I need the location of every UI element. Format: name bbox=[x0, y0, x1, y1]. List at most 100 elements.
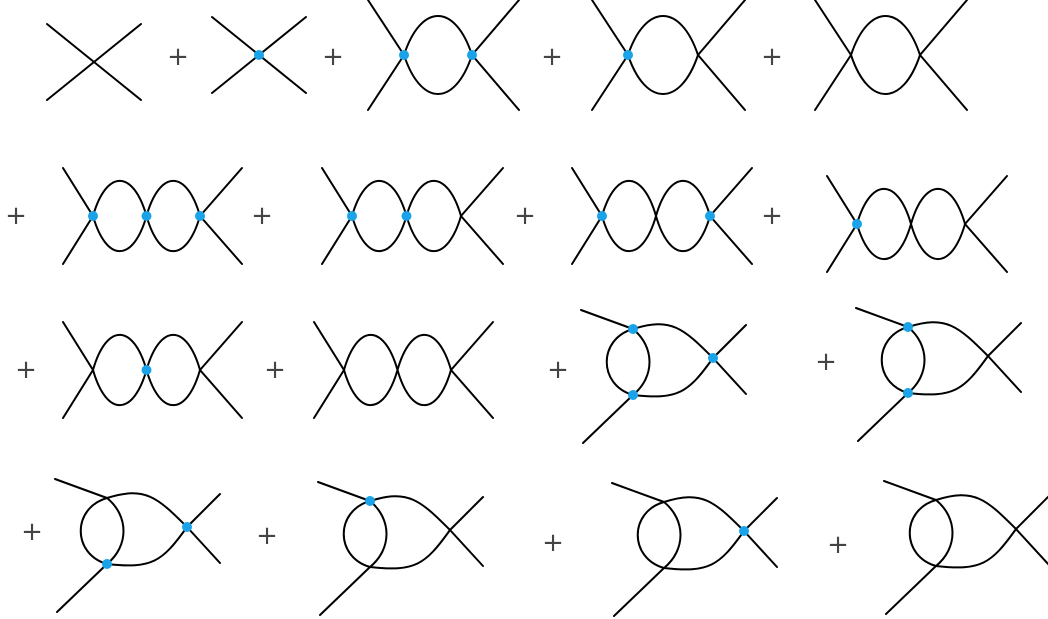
external-leg bbox=[855, 307, 909, 328]
loop-propagator bbox=[627, 54, 699, 95]
external-leg bbox=[199, 369, 243, 419]
loop-propagator bbox=[601, 179, 657, 217]
vertex-dot bbox=[401, 211, 412, 221]
external-leg bbox=[313, 369, 345, 419]
loop-propagator bbox=[92, 333, 148, 371]
diagram-tree-vertex bbox=[46, 23, 142, 101]
loop-propagator bbox=[935, 494, 1017, 530]
vertex-dot bbox=[399, 50, 409, 60]
external-leg bbox=[857, 392, 909, 442]
loop-propagator bbox=[92, 215, 148, 253]
vertex-dot bbox=[628, 324, 638, 334]
external-leg bbox=[367, 0, 405, 56]
loop-propagator bbox=[342, 500, 371, 568]
loop-propagator bbox=[396, 333, 452, 371]
loop-propagator bbox=[145, 333, 201, 371]
diagram-two-loop-chain bbox=[571, 167, 753, 265]
plus-sign: + bbox=[761, 42, 783, 72]
loop-propagator bbox=[403, 54, 473, 95]
external-leg bbox=[613, 567, 665, 617]
diagram-two-loop-chain bbox=[321, 167, 504, 265]
plus-sign: + bbox=[15, 355, 37, 385]
external-leg bbox=[814, 0, 852, 56]
external-leg bbox=[987, 322, 1022, 357]
plus-sign: + bbox=[5, 201, 27, 231]
external-leg bbox=[450, 369, 494, 419]
plus-sign: + bbox=[21, 517, 43, 547]
loop-propagator bbox=[369, 495, 451, 531]
external-leg bbox=[199, 167, 243, 217]
external-leg bbox=[56, 563, 108, 613]
loop-propagator bbox=[405, 179, 462, 217]
external-leg bbox=[826, 223, 858, 273]
loop-propagator bbox=[403, 15, 473, 56]
loop-propagator bbox=[910, 187, 966, 225]
plus-sign: + bbox=[547, 355, 569, 385]
external-leg bbox=[460, 167, 504, 217]
diagram-two-loop-fish bbox=[580, 309, 747, 444]
loop-propagator bbox=[655, 215, 711, 253]
external-leg bbox=[471, 0, 520, 56]
external-leg bbox=[571, 167, 603, 217]
external-leg bbox=[62, 215, 94, 265]
diagram-two-loop-chain bbox=[313, 321, 494, 419]
diagram-tree-vertex bbox=[211, 16, 307, 94]
external-leg bbox=[62, 167, 94, 217]
diagram-one-loop-bubble bbox=[367, 0, 520, 111]
diagram-two-loop-chain bbox=[62, 321, 243, 419]
loop-propagator bbox=[632, 357, 714, 398]
loop-propagator bbox=[369, 500, 388, 568]
diagram-one-loop-bubble bbox=[814, 0, 968, 111]
external-leg bbox=[317, 481, 371, 502]
diagram-two-loop-chain bbox=[826, 175, 1008, 273]
plus-sign: + bbox=[815, 347, 837, 377]
vertex-dot bbox=[597, 211, 607, 221]
external-leg bbox=[712, 357, 747, 395]
vertex-dot bbox=[102, 559, 112, 569]
loop-propagator bbox=[351, 215, 408, 253]
vertex-dot bbox=[365, 496, 375, 506]
loop-propagator bbox=[343, 369, 399, 407]
external-leg bbox=[712, 324, 747, 359]
loop-propagator bbox=[655, 179, 711, 217]
loop-propagator bbox=[663, 501, 682, 569]
external-leg bbox=[697, 0, 746, 56]
external-leg bbox=[313, 321, 345, 371]
vertex-dot bbox=[141, 365, 152, 375]
external-leg bbox=[471, 54, 520, 111]
loop-propagator bbox=[935, 528, 1017, 569]
loop-propagator bbox=[92, 179, 148, 217]
vertex-dot bbox=[347, 211, 357, 221]
external-leg bbox=[319, 566, 371, 616]
diagram-one-loop-bubble bbox=[591, 0, 746, 111]
external-leg bbox=[199, 215, 243, 265]
external-leg bbox=[709, 215, 753, 265]
vertex-dot bbox=[254, 50, 264, 60]
loop-propagator bbox=[145, 215, 201, 253]
external-leg bbox=[582, 394, 634, 444]
loop-propagator bbox=[369, 529, 451, 570]
plus-sign: + bbox=[827, 530, 849, 560]
vertex-dot bbox=[903, 322, 913, 332]
external-leg bbox=[46, 23, 142, 101]
external-leg bbox=[919, 54, 968, 111]
plus-sign: + bbox=[322, 42, 344, 72]
external-leg bbox=[186, 493, 221, 528]
external-leg bbox=[697, 54, 746, 111]
vertex-dot bbox=[705, 211, 715, 221]
external-leg bbox=[460, 215, 504, 265]
external-leg bbox=[611, 482, 665, 503]
loop-propagator bbox=[405, 215, 462, 253]
vertex-dot bbox=[195, 211, 205, 221]
loop-propagator bbox=[910, 223, 966, 261]
loop-propagator bbox=[632, 328, 651, 396]
loop-propagator bbox=[627, 15, 699, 56]
external-leg bbox=[321, 215, 353, 265]
loop-propagator bbox=[636, 501, 665, 569]
external-leg bbox=[62, 321, 94, 371]
loop-propagator bbox=[145, 179, 201, 217]
external-leg bbox=[826, 175, 858, 225]
loop-propagator bbox=[856, 187, 912, 225]
external-leg bbox=[54, 478, 108, 499]
